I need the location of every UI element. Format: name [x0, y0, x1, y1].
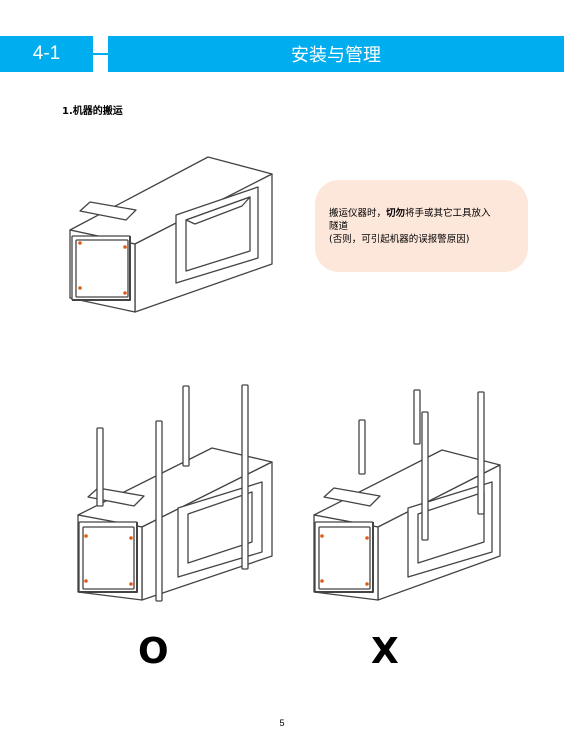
section-heading: 1.机器的搬运 [62, 106, 123, 117]
page-title-banner: 安装与管理 [108, 36, 564, 72]
warning-line2: 隧道 [329, 221, 349, 232]
warning-text: 搬运仪器时，切勿将手或其它工具放入 隧道 (否则，可引起机器的误报警原因) [329, 207, 525, 246]
wrong-mark: X [371, 631, 399, 672]
correct-mark: O [138, 631, 169, 672]
warning-emphasis: 切勿 [386, 208, 406, 219]
correct-carrying-illustration [77, 384, 273, 602]
warning-line1-post: 将手或其它工具放入 [405, 208, 491, 219]
page-title: 安装与管理 [291, 45, 381, 66]
warning-line1-pre: 搬运仪器时， [329, 208, 387, 219]
page-number: 5 [279, 718, 285, 728]
section-number: 4-1 [32, 43, 61, 64]
metal-detector-top-illustration [69, 156, 273, 313]
section-number-banner: 4-1 [0, 36, 93, 72]
wrong-carrying-illustration [313, 389, 501, 601]
warning-callout: 搬运仪器时，切勿将手或其它工具放入 隧道 (否则，可引起机器的误报警原因) [315, 180, 528, 272]
header-connector [93, 53, 108, 55]
warning-line3: (否则，可引起机器的误报警原因) [329, 234, 470, 245]
